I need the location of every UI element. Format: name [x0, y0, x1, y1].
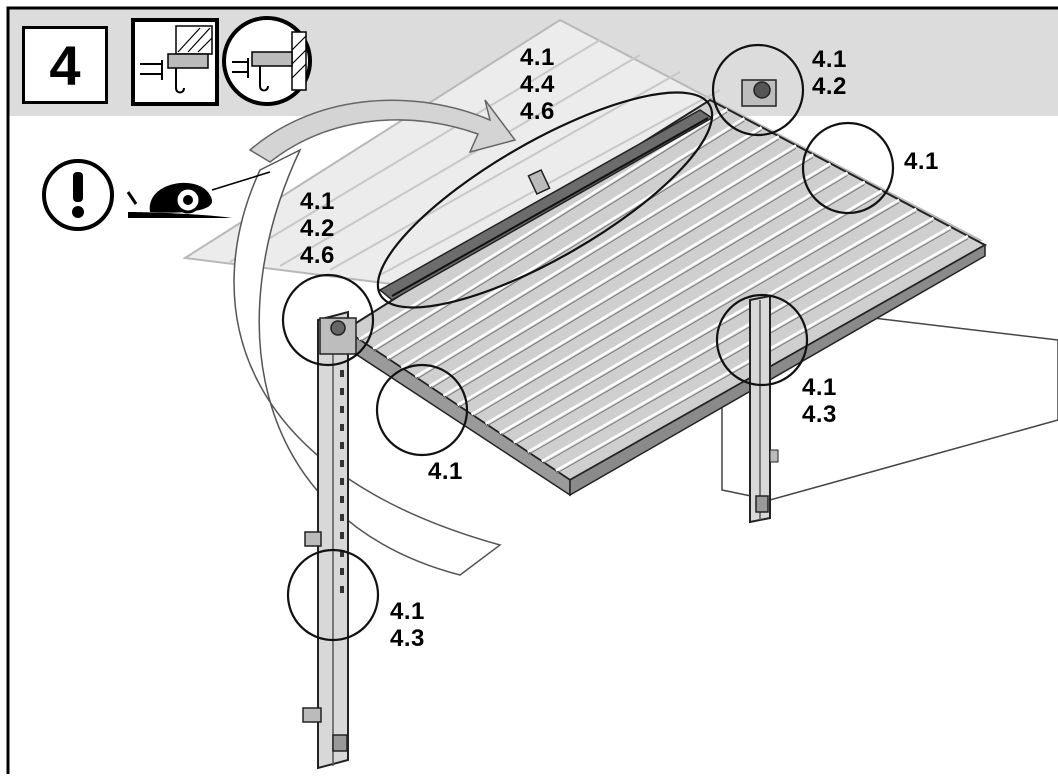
callout-ring-left-frame: [286, 548, 380, 642]
callout-ring-right-track: [801, 121, 895, 215]
page-frame: [6, 6, 1058, 774]
top-right-bracket: [741, 79, 777, 107]
callout-ring-top-right: [711, 43, 805, 137]
callout-ring-front-corner: [375, 363, 469, 457]
wall-mount-icon: [222, 16, 312, 106]
door-panel: [341, 98, 988, 497]
right-frame: [749, 294, 779, 524]
callout-ring-left-bracket: [281, 273, 375, 367]
callout-ring-top-rail: [376, 91, 714, 309]
snail-icon: [126, 171, 271, 218]
swing-arc: [233, 148, 502, 576]
detail-circles: [281, 43, 895, 642]
callout-ring-right-frame: [715, 293, 809, 387]
left-frame: [302, 310, 357, 770]
callout-label-right-track: 4.1: [904, 148, 939, 175]
callout-label-front-left-corner: 4.1: [428, 458, 463, 485]
step-number: 4: [22, 26, 108, 104]
lintel-mount-icon: [131, 18, 219, 106]
exclamation-icon: [42, 159, 114, 231]
rotation-arrow: [248, 99, 517, 163]
